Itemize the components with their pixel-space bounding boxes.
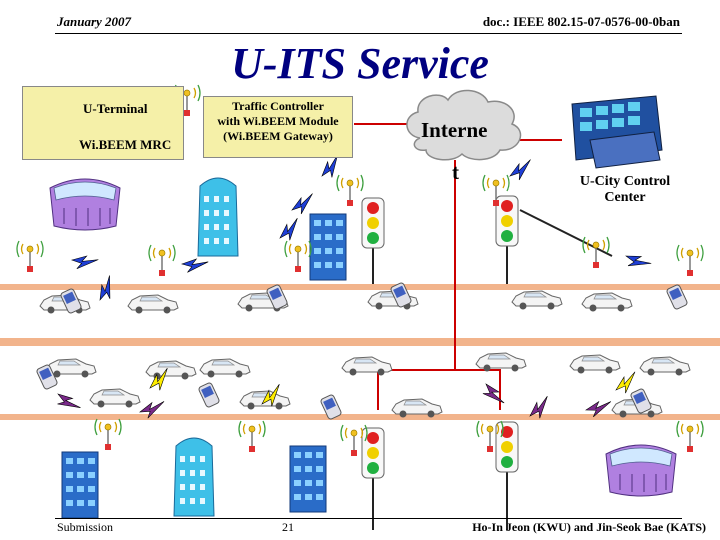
building-icon [289, 445, 327, 513]
car-icon [145, 360, 197, 380]
traffic-light-icon [361, 427, 385, 479]
traffic-controller-label: Traffic Controller with Wi.BEEM Module (… [203, 96, 353, 158]
header-rule [55, 33, 682, 34]
car-icon [89, 388, 141, 408]
header-doc-id: doc.: IEEE 802.15-07-0576-00-0ban [482, 14, 680, 29]
traffic-light-icon [495, 421, 519, 473]
sports-building-icon [605, 444, 677, 497]
car-icon [581, 292, 633, 312]
lightning-icon [622, 250, 653, 275]
building-icon [61, 451, 99, 519]
lightning-icon [52, 389, 83, 418]
antenna-icon [94, 418, 122, 451]
control-center-label: U-City Control Center [560, 174, 690, 206]
footer-rule [55, 518, 682, 519]
antenna-icon [284, 240, 312, 273]
traffic-controller-line3: (Wi.BEEM Gateway) [223, 129, 333, 143]
car-icon [639, 356, 691, 376]
car-lane-1 [39, 290, 633, 314]
lightning-icon [181, 257, 209, 275]
antenna-icon [676, 420, 704, 453]
footer-authors: Ho-In Jeon (KWU) and Jin-Seok Bae (KATS) [472, 520, 706, 534]
control-room-icon [571, 95, 663, 169]
building-icon [197, 177, 239, 257]
road-band [0, 414, 720, 420]
footer-page-number: 21 [282, 520, 294, 534]
antenna-icon [148, 244, 176, 277]
legend-mrc-label: Wi.BEEM MRC [79, 137, 172, 152]
traffic-controller-line2: with Wi.BEEM Module [217, 114, 339, 128]
lightning-icon [275, 216, 306, 245]
car-icon [341, 356, 393, 376]
lightning-icon [479, 380, 507, 411]
car-icon [199, 358, 251, 378]
car-lane-2 [45, 352, 691, 380]
sports-building-icon [49, 178, 121, 231]
lightning-icon [288, 191, 319, 218]
antenna-icon [676, 244, 704, 277]
footer-submission: Submission [57, 520, 114, 534]
antenna-icon [238, 420, 266, 453]
road-band [0, 284, 720, 290]
control-center-line1: U-City Control [579, 174, 671, 189]
building-icon [309, 213, 347, 281]
header-date: January 2007 [57, 14, 132, 29]
traffic-controller-line1: Traffic Controller [232, 99, 324, 113]
cloud-icon [406, 89, 522, 161]
lightning-icon [70, 253, 99, 272]
traffic-light-icon [495, 195, 519, 247]
car-icon [127, 294, 179, 314]
building-icon [173, 437, 215, 517]
lightning-icon [506, 157, 537, 184]
car-lane-3 [89, 388, 663, 418]
antenna-icon [16, 240, 44, 273]
car-icon [569, 354, 621, 374]
pda-icon [197, 381, 221, 409]
page-title: U-ITS Service [231, 39, 489, 88]
control-center-line2: Center [604, 190, 646, 205]
antenna-icon [336, 174, 364, 207]
road-band [0, 338, 720, 346]
car-icon [475, 352, 527, 372]
legend-terminal-label: U-Terminal [83, 101, 148, 116]
traffic-light-icon [361, 197, 385, 249]
internet-label-line2: t [452, 160, 459, 184]
car-icon [511, 290, 563, 310]
internet-label-line1: Interne [421, 118, 488, 142]
legend-box: U-Terminal Wi.BEEM MRC [22, 86, 184, 160]
